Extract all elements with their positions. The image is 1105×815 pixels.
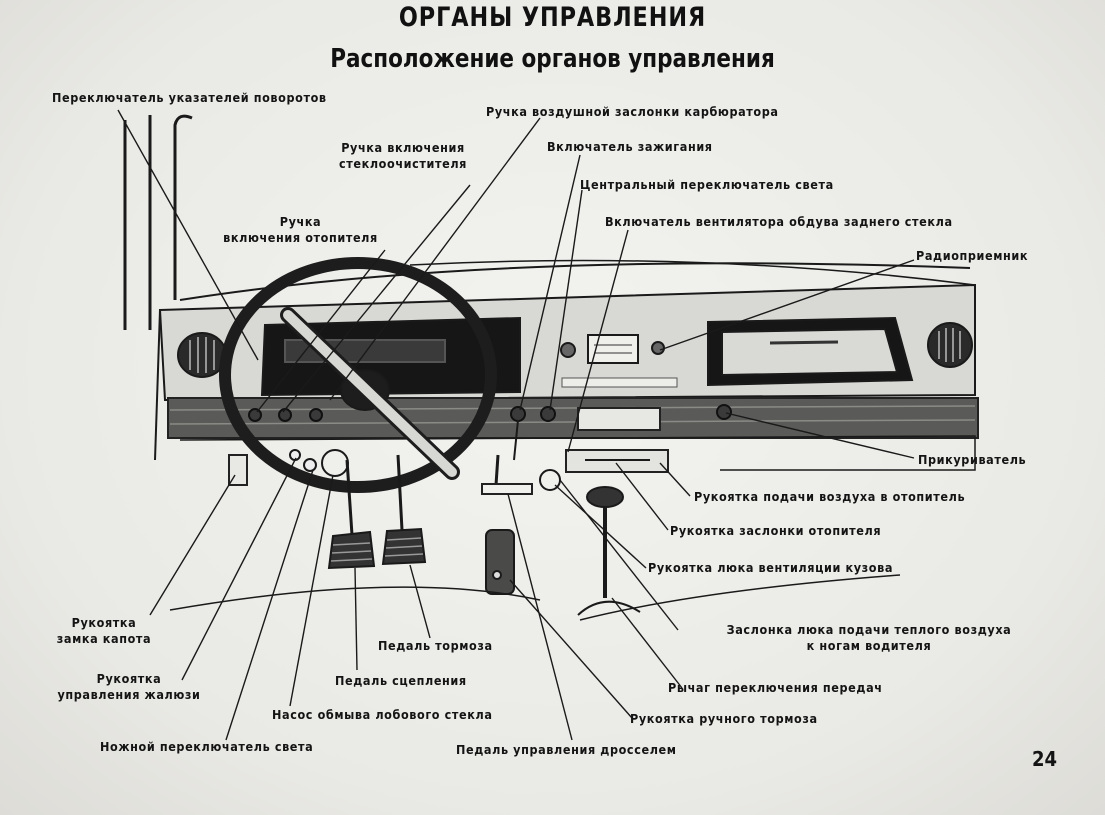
label-choke-knob: Ручка воздушной заслонки карбюратора [486, 104, 779, 119]
page-number: 24 [1032, 747, 1058, 771]
label-brake-pedal: Педаль тормоза [378, 638, 493, 653]
label-foot-light-switch: Ножной переключатель света [100, 739, 314, 754]
label-turn-signal-switch: Переключатель указателей поворотов [52, 90, 327, 105]
gear-lever-knob [586, 486, 624, 508]
clutch-pedal-pad [327, 530, 376, 570]
label-radio: Радиоприемник [916, 248, 1029, 263]
label-ignition-switch: Включатель зажигания [547, 139, 713, 154]
page-title: ОРГАНЫ УПРАВЛЕНИЯ [398, 2, 707, 33]
label-heater-air-supply: Рукоятка подачи воздуха в отопитель [694, 489, 966, 504]
label-body-vent-hatch: Рукоятка люка вентиляции кузова [648, 560, 894, 575]
label-handbrake-handle: Рукоятка ручного тормоза [630, 711, 818, 726]
label-gear-lever: Рычаг переключения передач [668, 680, 883, 695]
label-heater-flap: Рукоятка заслонки отопителя [670, 523, 882, 538]
page-subtitle: Расположение органов управления [330, 44, 775, 74]
label-windshield-washer-pump: Насос обмыва лобового стекла [272, 707, 493, 722]
label-central-light-switch: Центральный переключатель света [580, 177, 834, 192]
label-rear-window-fan-switch: Включатель вентилятора обдува заднего ст… [605, 214, 953, 229]
left-air-vent [177, 332, 227, 378]
label-throttle-pedal: Педаль управления дросселем [456, 742, 677, 757]
right-air-vent [927, 322, 973, 368]
steering-wheel [219, 257, 497, 493]
label-clutch-pedal: Педаль сцепления [335, 673, 467, 688]
label-cigarette-lighter: Прикуриватель [918, 452, 1027, 467]
handbrake-lever [485, 529, 515, 595]
